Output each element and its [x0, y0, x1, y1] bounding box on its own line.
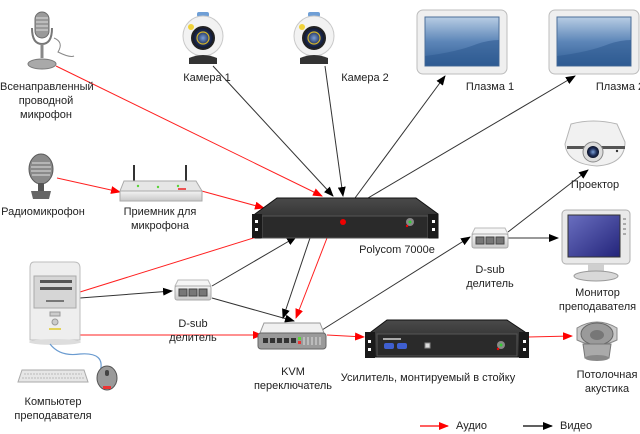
edge-kvm-to-amplifier-audio — [326, 332, 365, 341]
edge-kvm-to-dsub-right-video — [321, 236, 471, 331]
label-kvm: KVM переключатель — [253, 366, 333, 392]
plasma-1-icon — [416, 9, 508, 75]
dsub-splitter-right-icon — [471, 227, 509, 249]
keyboard-icon — [17, 369, 89, 383]
legend-video-label: Видео — [560, 420, 593, 432]
edge-amplifier-to-ceiling-speaker-audio — [527, 332, 573, 341]
label-mic-receiver: Приемник для микрофона — [123, 206, 197, 232]
camera-2-icon — [293, 12, 335, 64]
projector-icon — [564, 120, 626, 167]
label-projector: Проектор — [570, 179, 620, 191]
label-plasma-2: Плазма 2 — [595, 81, 640, 93]
label-teacher-pc: Компьютер преподавателя — [14, 396, 92, 422]
edge-camera1-to-polycom-video — [212, 65, 334, 197]
edge-polycom-to-plasma2-video — [367, 75, 576, 199]
radio-microphone-icon — [28, 153, 54, 199]
edge-dsub-left-to-kvm-video — [211, 297, 295, 323]
omni-microphone-icon — [27, 11, 75, 70]
edge-teacher-pc-to-polycom-audio — [79, 229, 277, 293]
label-camera-2: Камера 2 — [341, 72, 389, 84]
label-omni-mic: Всенаправленный проводной микрофон — [0, 81, 94, 121]
edge-dsub-right-to-projector-video — [507, 169, 589, 233]
label-dsub-right: D-sub делитель — [466, 264, 514, 290]
connections — [55, 65, 589, 341]
label-ceiling-speaker: Потолочная акустика — [576, 369, 638, 395]
edge-camera2-to-polycom-video — [324, 65, 346, 197]
legend-audio-label: Аудио — [456, 420, 488, 432]
ceiling-speaker-icon — [576, 321, 618, 361]
label-radio-mic: Радиомикрофон — [1, 206, 85, 218]
edge-polycom-to-kvm-video — [282, 237, 311, 319]
edge-polycom-to-plasma1-video — [354, 75, 446, 199]
label-camera-1: Камера 1 — [183, 72, 231, 84]
camera-1-icon — [182, 12, 224, 64]
rack-amplifier-icon — [365, 319, 529, 358]
mouse-icon — [96, 365, 118, 391]
mic-receiver-icon — [119, 165, 203, 202]
edge-polycom-to-kvm-audio — [295, 237, 328, 319]
label-teacher-monitor: Монитор преподавателя — [558, 287, 637, 313]
edge-radio-mic-to-mic-receiver-audio — [56, 177, 121, 194]
kvm-switch-icon — [257, 322, 327, 350]
teacher-monitor-icon — [561, 209, 631, 282]
edge-teacher-pc-to-dsub-left-video — [79, 287, 173, 299]
teacher-computer-icon — [29, 261, 102, 373]
label-plasma-1: Плазма 1 — [465, 81, 515, 93]
dsub-splitter-left-icon — [174, 279, 212, 301]
edge-omni-mic-to-polycom-audio — [55, 65, 323, 197]
label-amplifier: Усилитель, монтируемый в стойку — [340, 372, 516, 384]
edge-dsub-left-to-polycom-video — [211, 236, 297, 287]
edge-mic-receiver-to-polycom-audio — [197, 189, 265, 210]
polycom-7000e-icon — [252, 197, 439, 239]
plasma-2-icon — [548, 9, 640, 75]
label-polycom: Polycom 7000e — [359, 244, 435, 256]
label-dsub-left: D-sub делитель — [169, 318, 217, 344]
